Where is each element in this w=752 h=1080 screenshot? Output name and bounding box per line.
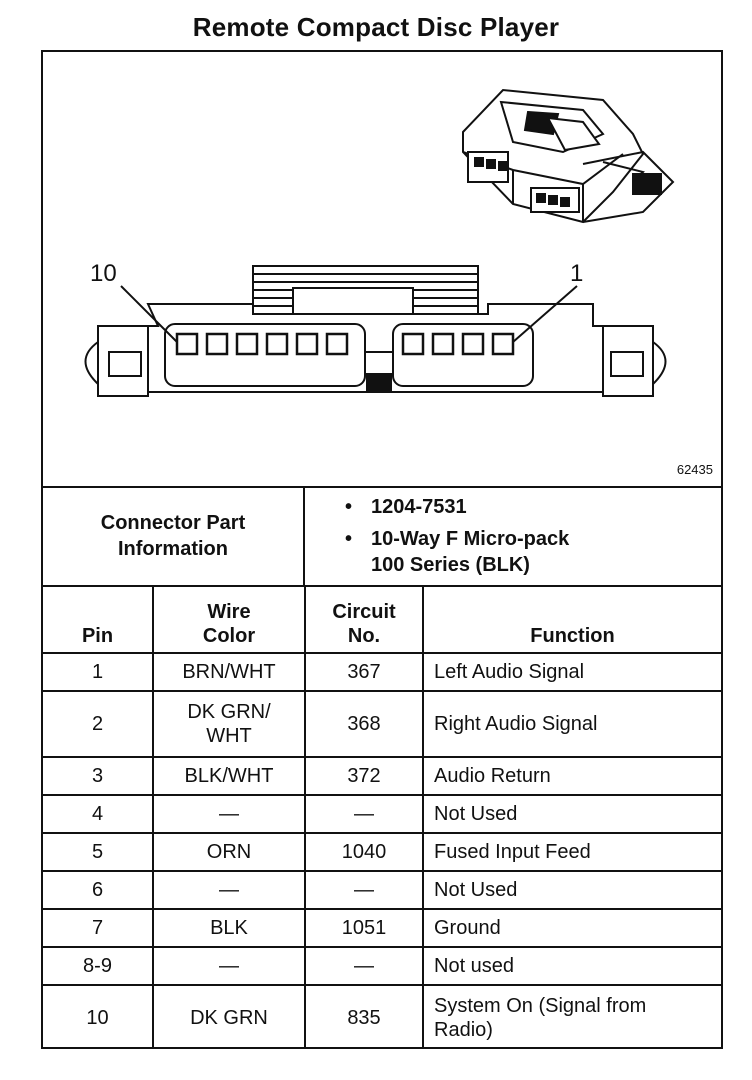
function-cell: Not Used xyxy=(422,794,721,834)
wire-color-cell: — xyxy=(152,946,306,986)
pin-cell: 1 xyxy=(43,652,154,692)
function-cell: Audio Return xyxy=(422,756,721,796)
connector-drawing xyxy=(84,88,675,397)
circuit-cell: — xyxy=(304,794,424,834)
pin-cell: 2 xyxy=(43,690,154,758)
circuit-cell: — xyxy=(304,870,424,910)
header-pin: Pin xyxy=(43,587,154,654)
pin-cell: 5 xyxy=(43,832,154,872)
header-function: Function xyxy=(422,587,721,654)
function-cell: Left Audio Signal xyxy=(422,652,721,692)
wire-color-cell: DK GRN xyxy=(152,984,306,1049)
wire-color-cell: — xyxy=(152,794,306,834)
circuit-cell: 1040 xyxy=(304,832,424,872)
table-row: 3 BLK/WHT 372 Audio Return xyxy=(43,756,721,796)
connector-diagram: 10 1 62435 xyxy=(43,52,721,488)
circuit-cell: 368 xyxy=(304,690,424,758)
pinout-table: Pin Wire Color Circuit No. Function 1 BR… xyxy=(43,587,721,1049)
connector-info-list: 1204-7531 10-Way F Micro-pack 100 Series… xyxy=(305,486,721,585)
page-title: Remote Compact Disc Player xyxy=(192,12,560,42)
function-cell: System On (Signal from Radio) xyxy=(422,984,721,1049)
table-row: 10 DK GRN 835 System On (Signal from Rad… xyxy=(43,984,721,1049)
function-cell: Ground xyxy=(422,908,721,948)
header-circuit-no: Circuit No. xyxy=(304,587,424,654)
table-row: 4 — — Not Used xyxy=(43,794,721,834)
connector-part-number: 1204-7531 xyxy=(345,494,721,520)
pin-cell: 7 xyxy=(43,908,154,948)
figure-number: 62435 xyxy=(676,462,713,477)
function-cell: Right Audio Signal xyxy=(422,690,721,758)
table-row: 8-9 — — Not used xyxy=(43,946,721,986)
function-cell: Not used xyxy=(422,946,721,986)
connector-isometric-view xyxy=(462,88,675,224)
circuit-cell: — xyxy=(304,946,424,986)
wire-color-cell: DK GRN/ WHT xyxy=(152,690,306,758)
connector-description: 10-Way F Micro-pack 100 Series (BLK) xyxy=(345,526,721,578)
pin-cell: 8-9 xyxy=(43,946,154,986)
connector-part-information: Connector Part Information 1204-7531 10-… xyxy=(43,486,721,587)
wire-color-cell: ORN xyxy=(152,832,306,872)
pin-cell: 6 xyxy=(43,870,154,910)
circuit-cell: 372 xyxy=(304,756,424,796)
pin-cell: 3 xyxy=(43,756,154,796)
circuit-cell: 835 xyxy=(304,984,424,1049)
function-cell: Fused Input Feed xyxy=(422,832,721,872)
table-row: 5 ORN 1040 Fused Input Feed xyxy=(43,832,721,872)
wire-color-cell: BLK/WHT xyxy=(152,756,306,796)
wire-color-cell: — xyxy=(152,870,306,910)
pin-cell: 10 xyxy=(43,984,154,1049)
table-row: 2 DK GRN/ WHT 368 Right Audio Signal xyxy=(43,690,721,758)
connector-sheet: 10 1 62435 Connector Part Information 12… xyxy=(41,50,723,1049)
table-row: 1 BRN/WHT 367 Left Audio Signal xyxy=(43,652,721,692)
table-row: 6 — — Not Used xyxy=(43,870,721,910)
function-cell: Not Used xyxy=(422,870,721,910)
connector-info-label: Connector Part Information xyxy=(43,486,305,585)
wire-color-cell: BLK xyxy=(152,908,306,948)
circuit-cell: 367 xyxy=(304,652,424,692)
circuit-cell: 1051 xyxy=(304,908,424,948)
pin-cell: 4 xyxy=(43,794,154,834)
pin-1-callout: 1 xyxy=(570,260,584,287)
table-row: 7 BLK 1051 Ground xyxy=(43,908,721,948)
header-wire-color: Wire Color xyxy=(152,587,306,654)
pin-10-callout: 10 xyxy=(90,260,117,287)
connector-front-view xyxy=(84,265,667,397)
wire-color-cell: BRN/WHT xyxy=(152,652,306,692)
